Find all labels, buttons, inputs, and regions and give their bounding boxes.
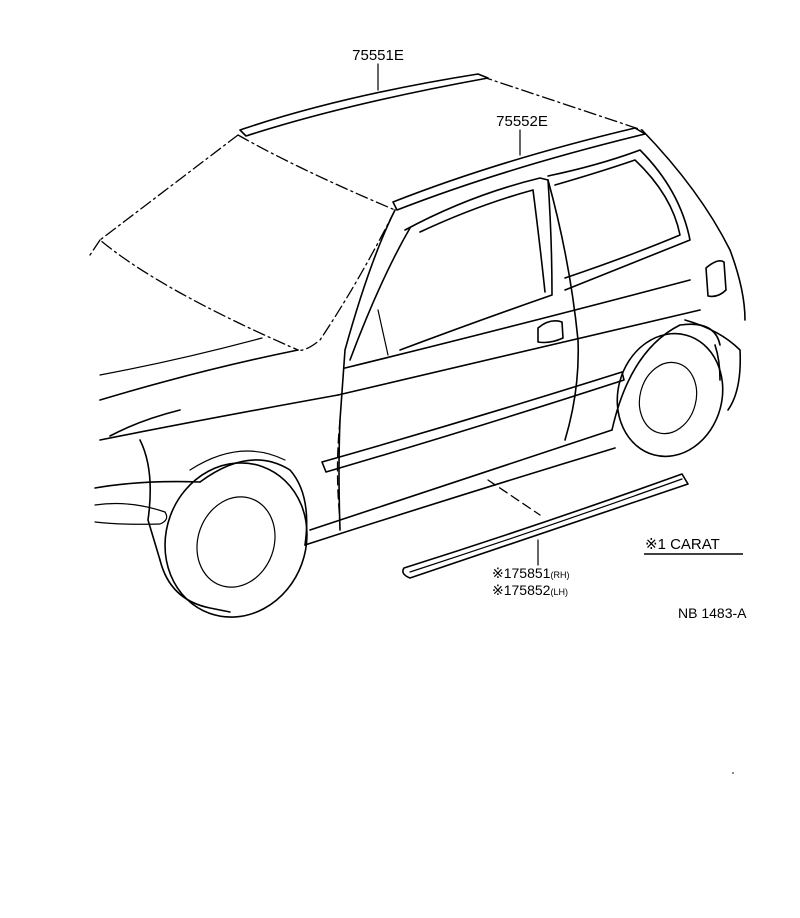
roof-molding-rear: 75552E [392, 113, 646, 211]
roof-molding-front: 75551E [239, 47, 489, 137]
speck [732, 772, 734, 774]
note-carat: ※1 CARAT [645, 536, 720, 553]
label-roof-molding-rear: 75552E [496, 113, 548, 130]
figure-code: NB 1483-A [678, 605, 747, 621]
car-body-outline [87, 75, 746, 618]
label-side-molding-rh: ※175851(RH) [492, 565, 569, 581]
label-side-molding-lh: ※175852(LH) [492, 582, 568, 598]
carat-note: ※1 CARAT [644, 536, 743, 555]
side-molding: ※175851(RH) ※175852(LH) [402, 473, 689, 598]
label-roof-molding-front: 75551E [352, 47, 404, 64]
